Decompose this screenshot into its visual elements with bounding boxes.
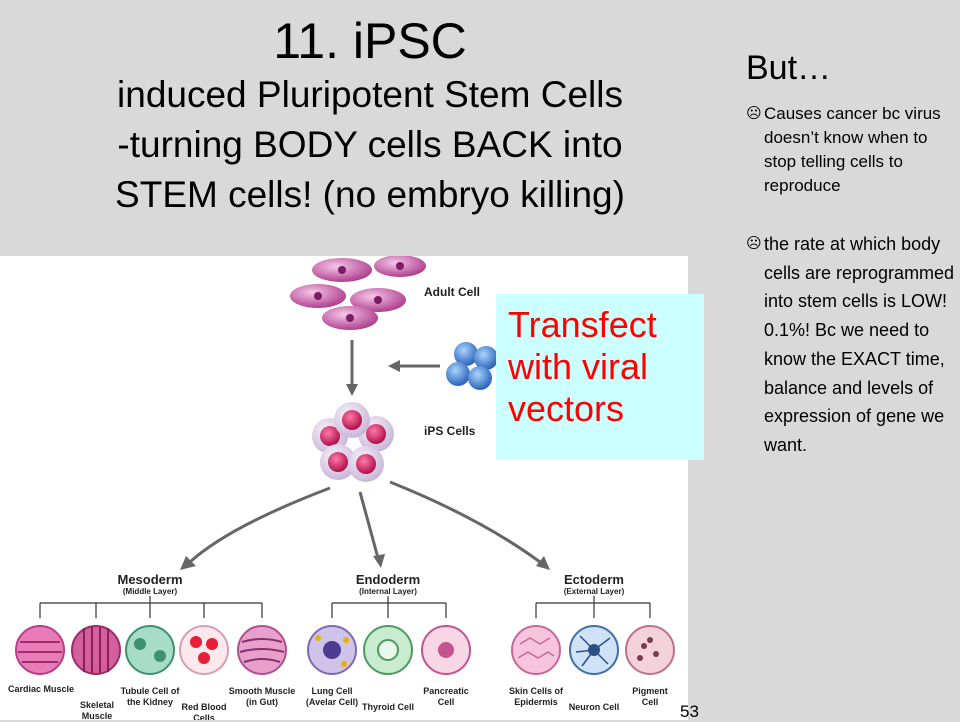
adult-cell-label: Adult Cell [424, 285, 480, 299]
cell-label: Smooth Muscle (in Gut) [228, 686, 296, 707]
pigment-cell-icon [625, 625, 675, 675]
ips-cells-label: iPS Cells [424, 424, 476, 438]
cell-label: Neuron Cell [568, 702, 620, 712]
cell-label: Red Blood Cells [181, 702, 227, 720]
ips-cells-icon [312, 402, 394, 482]
ectoderm-label: Ectoderm(External Layer) [563, 572, 625, 596]
kidney-tubule-icon [125, 625, 175, 675]
pancreatic-cell-icon [421, 625, 471, 675]
cell-label: Tubule Cell of the Kidney [120, 686, 180, 707]
cell-label: Lung Cell (Avelar Cell) [305, 686, 359, 707]
side-bullet: ☹ the rate at which body cells are repro… [746, 230, 956, 460]
slide-title: 11. iPSC induced Pluripotent Stem Cells … [0, 12, 740, 220]
side-bullet-text: the rate at which body cells are reprogr… [764, 234, 955, 455]
smooth-muscle-icon [237, 625, 287, 675]
page-number: 53 [680, 702, 699, 721]
title-line-4: STEM cells! (no embryo killing) [115, 174, 625, 215]
red-blood-cells-icon [179, 625, 229, 675]
frown-icon: ☹ [746, 105, 762, 122]
frown-icon: ☹ [746, 235, 762, 252]
side-bullet: ☹ Causes cancer bc virus doesn’t know wh… [746, 102, 956, 198]
cell-label: Pigment Cell [632, 686, 668, 707]
viral-vector-icon [446, 342, 498, 390]
neuron-cell-icon [569, 625, 619, 675]
cell-label: Thyroid Cell [362, 702, 415, 712]
cardiac-muscle-icon [15, 625, 65, 675]
side-notes: But… ☹ Causes cancer bc virus doesn’t kn… [746, 48, 956, 492]
mesoderm-label: Mesoderm(Middle Layer) [117, 572, 183, 596]
title-line-3: -turning BODY cells BACK into [117, 124, 623, 165]
lung-cell-icon [307, 625, 357, 675]
title-line-2: induced Pluripotent Stem Cells [117, 74, 623, 115]
cell-label: Pancreatic Cell [423, 686, 469, 707]
title-line-1: 11. iPSC [273, 13, 467, 69]
adult-cells-icon [290, 256, 426, 330]
ipsc-diagram-art [15, 256, 675, 675]
side-bullet-text: Causes cancer bc virus doesn’t know when… [764, 104, 941, 195]
skin-cells-icon [511, 625, 561, 675]
cell-label: Cardiac Muscle [7, 684, 75, 694]
endoderm-label: Endoderm(Internal Layer) [355, 572, 421, 596]
side-heading: But… [746, 49, 832, 87]
cell-label: Skeletal Muscle Cells [79, 700, 115, 720]
thyroid-cell-icon [363, 625, 413, 675]
transfect-callout: Transfect with viral vectors [496, 294, 704, 460]
skeletal-muscle-icon [71, 625, 121, 675]
cell-label: Skin Cells of Epidermis [508, 686, 563, 707]
